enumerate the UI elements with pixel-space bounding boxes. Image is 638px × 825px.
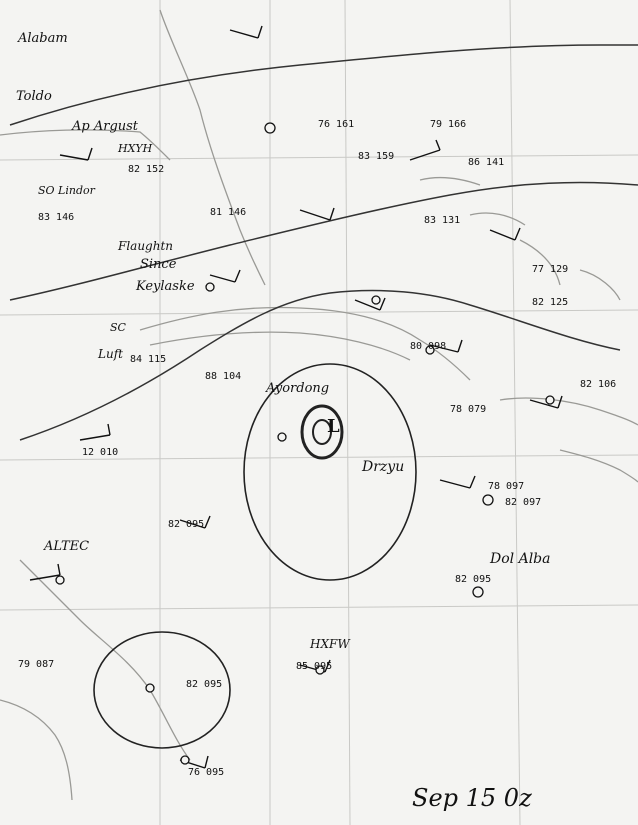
place-label-hxfw: HXFW — [310, 637, 350, 651]
station-plot: 82 125 — [532, 297, 569, 308]
station-plot: 82 106 — [580, 379, 617, 390]
coastlines — [0, 9, 638, 801]
isobars — [9, 44, 638, 441]
place-label-sc: SC — [110, 321, 126, 334]
station-plot: 82 097 — [505, 497, 542, 508]
station-plot: 83 146 — [38, 212, 75, 223]
hurricane-circles — [93, 363, 417, 749]
place-label-since: Since — [140, 257, 177, 272]
place-label-toldo: Toldo — [16, 89, 52, 104]
place-label-dol-alba: Dol Alba — [490, 551, 551, 567]
station-plot: 82 095 — [186, 679, 223, 690]
station-plot: 82 095 — [455, 574, 492, 585]
station-plot: 78 079 — [450, 404, 487, 415]
place-label-keylaske: Keylaske — [136, 279, 195, 294]
place-label-hxyh: HXYH — [118, 142, 153, 155]
station-plot: 84 115 — [130, 354, 167, 365]
place-label-luft: Luft — [98, 347, 123, 361]
place-label-altec: ALTEC — [44, 539, 90, 554]
place-label-drzyu: Drzyu — [362, 459, 405, 475]
place-label-lindor: SO Lindor — [38, 184, 95, 197]
station-plot: 88 104 — [205, 371, 242, 382]
station-circles — [55, 122, 555, 765]
low-center-label: L — [327, 416, 340, 437]
station-plot: 12 010 — [82, 447, 119, 458]
wind-barbs — [29, 25, 563, 769]
station-plot: 77 129 — [532, 264, 569, 275]
station-plot: 76 095 — [188, 767, 225, 778]
station-plot: 82 095 — [168, 519, 205, 530]
station-plot: 85 095 — [296, 661, 333, 672]
station-plot: 82 152 — [128, 164, 165, 175]
station-plot: 76 161 — [318, 119, 355, 130]
station-plot: 81 146 — [210, 207, 247, 218]
station-plot: 83 131 — [424, 215, 461, 226]
station-plot: 83 159 — [358, 151, 395, 162]
date-label: Sep 15 0z — [412, 784, 532, 812]
station-plot: 78 097 — [488, 481, 525, 492]
station-plot: 80 098 — [410, 341, 447, 352]
place-label-flaughtn: Flaughtn — [118, 239, 174, 253]
station-plot: 86 141 — [468, 157, 505, 168]
place-label-ayordong: Ayordong — [266, 381, 330, 396]
station-plot: 79 087 — [18, 659, 55, 670]
place-label-ap-argust: Ap Argust — [72, 119, 139, 134]
station-plot: 79 166 — [430, 119, 467, 130]
place-label-alabama: Alabam — [18, 31, 68, 46]
